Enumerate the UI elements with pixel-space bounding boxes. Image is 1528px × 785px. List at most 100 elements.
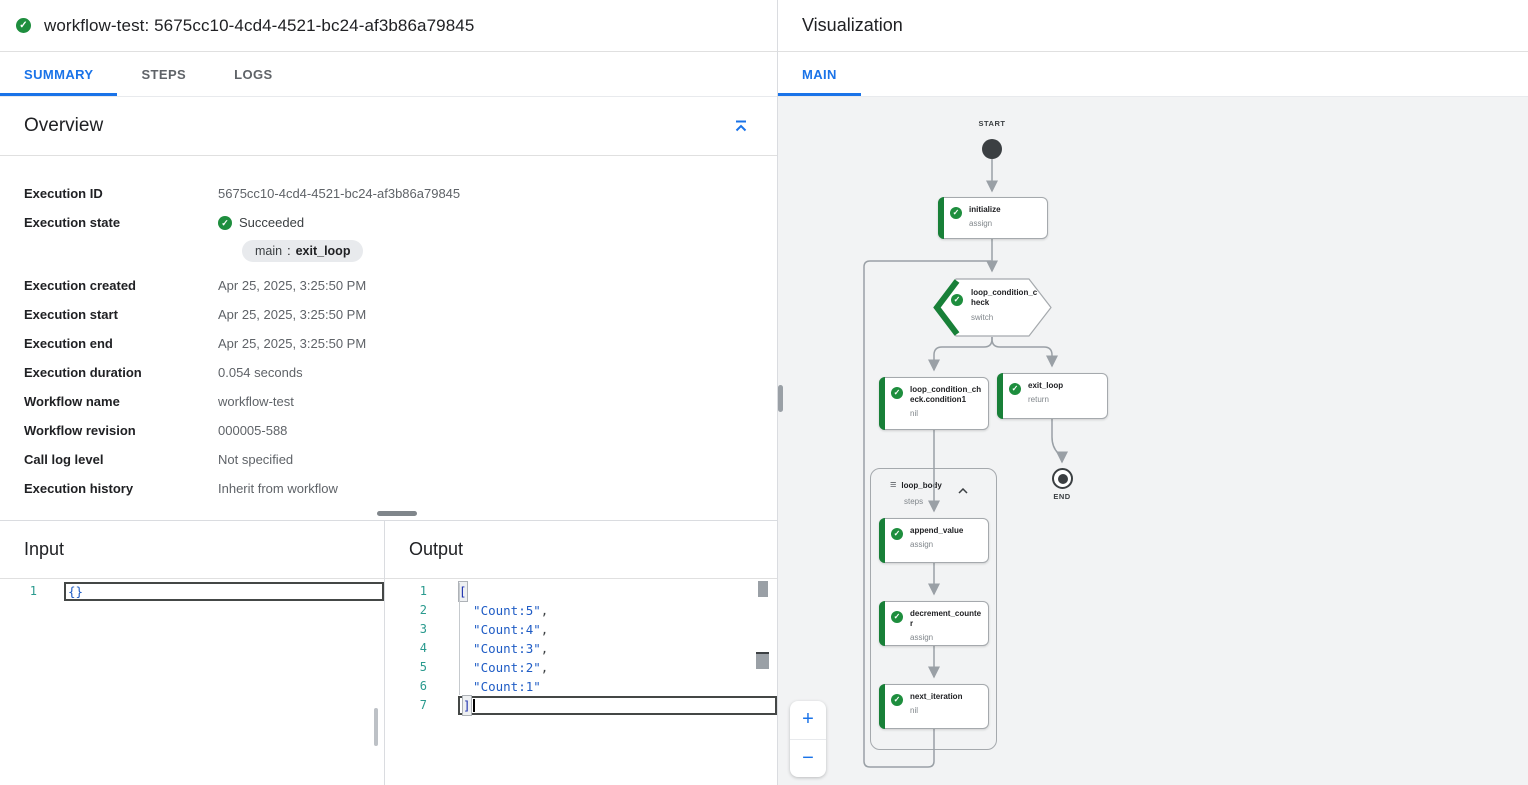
field-label: Execution end (24, 336, 113, 351)
line-number: 7 (419, 698, 427, 712)
visualization-title: Visualization (802, 15, 903, 35)
visualization-panel: Visualization MAIN ≡ loop_body steps (777, 0, 1528, 785)
field-call-log-level: Call log level Not specified (24, 450, 777, 469)
input-code-editor[interactable]: 1 {} (0, 579, 384, 746)
node-subtitle: assign (910, 633, 934, 642)
line-number: 6 (419, 679, 427, 693)
field-value: Apr 25, 2025, 3:25:50 PM (218, 307, 367, 322)
node-loop-condition-check[interactable]: ✓ loop_condition_check switch (933, 278, 1052, 337)
code-line: 6 "Count:1" (385, 677, 777, 696)
code-text: ] (462, 695, 472, 716)
field-execution-history: Execution history Inherit from workflow (24, 479, 777, 498)
field-execution-duration: Execution duration 0.054 seconds (24, 363, 777, 382)
node-subtitle: nil (910, 706, 919, 715)
chevron-up-icon[interactable] (958, 481, 968, 499)
focused-line-box: {} (64, 582, 384, 601)
line-number: 1 (29, 584, 37, 598)
input-heading: Input (0, 521, 384, 579)
workflow-diagram-canvas[interactable]: ≡ loop_body steps (778, 97, 1528, 785)
field-label: Execution state (24, 215, 121, 230)
field-label: Execution duration (24, 365, 142, 380)
code-line: 1 [ (385, 581, 777, 602)
node-exit-loop[interactable]: ✓ exit_loop return (997, 373, 1108, 419)
end-label: END (1053, 492, 1071, 501)
node-accent-bar (879, 601, 885, 646)
left-panel-scrollbar[interactable] (778, 385, 783, 412)
page-title: workflow-test: 5675cc10-4cd4-4521-bc24-a… (44, 15, 475, 35)
focused-line-box: ] (458, 695, 777, 716)
field-label: Call log level (24, 452, 104, 467)
node-initialize[interactable]: ✓ initialize assign (938, 197, 1048, 239)
field-label: Execution created (24, 278, 136, 293)
zoom-out-button[interactable]: − (790, 740, 826, 778)
node-title: exit_loop (1028, 381, 1064, 390)
field-label: Workflow name (24, 394, 120, 409)
visualization-tabs: MAIN (778, 52, 1528, 97)
output-scrollbar-thumb[interactable] (756, 652, 769, 669)
visualization-header: Visualization (778, 0, 1528, 52)
code-text: "Count:1" (458, 679, 541, 694)
code-punctuation: , (540, 641, 549, 656)
field-value: 5675cc10-4cd4-4521-bc24-af3b86a79845 (218, 186, 461, 201)
zoom-in-button[interactable]: + (790, 701, 826, 740)
field-value: Apr 25, 2025, 3:25:50 PM (218, 278, 367, 293)
node-title: append_value (910, 526, 964, 535)
field-workflow-name: Workflow name workflow-test (24, 392, 777, 411)
zoom-controls: + − (790, 701, 826, 777)
end-node-dot (1057, 473, 1068, 484)
field-value: workflow-test (218, 394, 294, 409)
field-value: Not specified (218, 452, 294, 467)
success-icon: ✓ (891, 611, 903, 623)
line-number: 2 (419, 603, 427, 617)
diagram-edges (863, 159, 1068, 768)
code-line: 7 ] (385, 695, 777, 716)
tab-steps[interactable]: STEPS (117, 52, 210, 96)
state-text: Succeeded (239, 215, 305, 230)
field-value: Inherit from workflow (218, 481, 338, 496)
tab-summary-label: SUMMARY (24, 66, 94, 82)
active-tab-indicator (778, 93, 861, 96)
field-value: 000005-588 (218, 423, 288, 438)
node-loop-condition-check-condition1[interactable]: ✓ loop_condition_check.condition1 nil (879, 377, 989, 430)
field-execution-state: Execution state ✓ Succeeded (24, 213, 777, 232)
node-accent-bar (879, 684, 885, 729)
field-label: Workflow revision (24, 423, 136, 438)
execution-tabs: SUMMARY STEPS LOGS (0, 52, 777, 97)
code-line: 4 "Count:3" , (385, 639, 777, 658)
chip-context: main (255, 244, 283, 258)
code-punctuation: , (540, 622, 549, 637)
code-line: 3 "Count:4" , (385, 620, 777, 639)
field-label: Execution start (24, 307, 118, 322)
plus-icon: + (802, 708, 814, 731)
output-vertical-scrollbar[interactable] (758, 581, 768, 597)
node-subtitle: assign (910, 540, 934, 549)
node-accent-bar (879, 518, 885, 563)
tab-main[interactable]: MAIN (778, 52, 861, 96)
start-label: START (978, 119, 1006, 128)
panel-resize-handle[interactable] (377, 511, 417, 516)
node-subtitle: return (1028, 395, 1049, 404)
tab-logs-label: LOGS (234, 66, 273, 82)
code-text: "Count:4" (458, 622, 541, 637)
input-vertical-scrollbar[interactable] (374, 708, 378, 746)
chip-separator: : (287, 244, 291, 258)
field-value: Apr 25, 2025, 3:25:50 PM (218, 336, 367, 351)
field-execution-id: Execution ID 5675cc10-4cd4-4521-bc24-af3… (24, 184, 777, 203)
collapse-section-icon[interactable] (729, 114, 753, 138)
current-step-chip: main : exit_loop (242, 240, 364, 262)
code-text: "Count:3" (458, 641, 541, 656)
overview-fields: Execution ID 5675cc10-4cd4-4521-bc24-af3… (0, 156, 777, 508)
tab-summary[interactable]: SUMMARY (0, 52, 118, 96)
output-code-editor[interactable]: 1 [ 2 "Count:5" , 3 "Count:4" , 4 (385, 579, 777, 716)
success-icon: ✓ (950, 207, 962, 219)
node-next-iteration[interactable]: ✓ next_iteration nil (879, 684, 989, 729)
tab-logs[interactable]: LOGS (210, 52, 296, 96)
field-workflow-revision: Workflow revision 000005-588 (24, 421, 777, 440)
state-chip-row: main : exit_loop (24, 240, 777, 262)
success-icon: ✓ (891, 694, 903, 706)
node-append-value[interactable]: ✓ append_value assign (879, 518, 989, 563)
node-decrement-counter[interactable]: ✓ decrement_counter assign (879, 601, 989, 646)
success-icon: ✓ (891, 387, 903, 399)
field-label: Execution history (24, 481, 134, 496)
